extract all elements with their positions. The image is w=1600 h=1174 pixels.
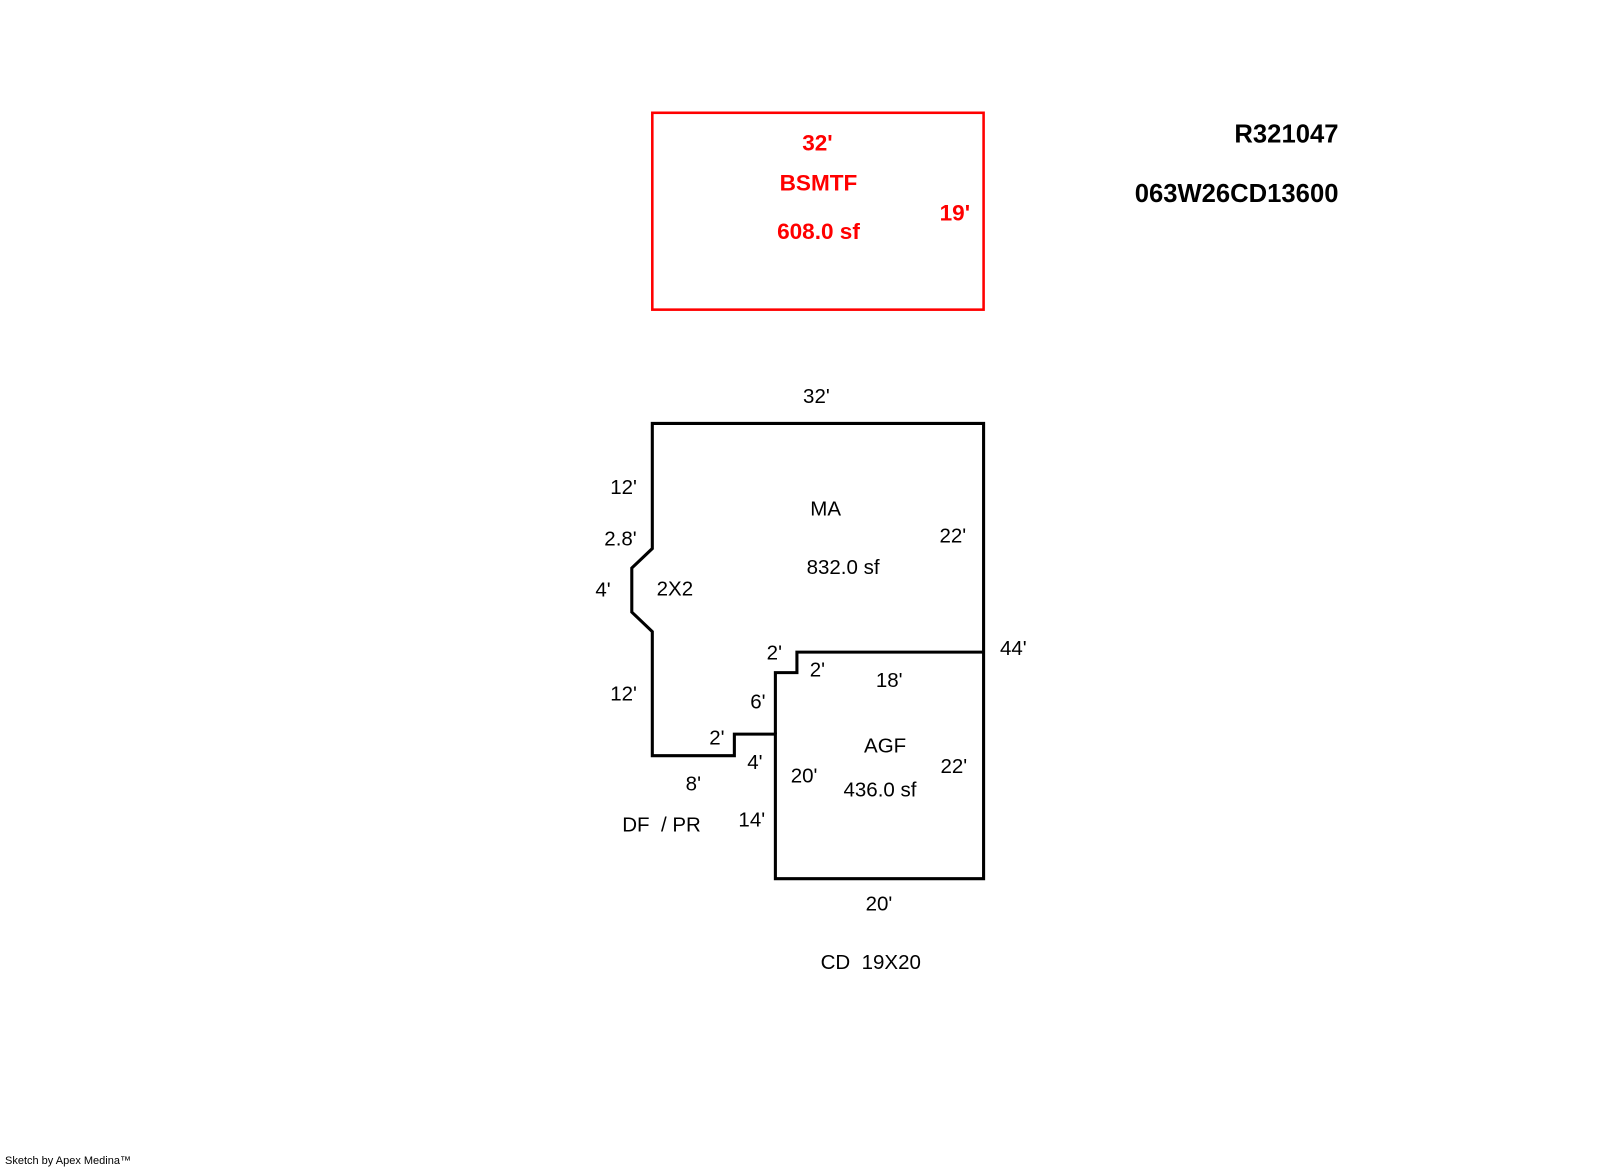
basement-width-label: 32': [802, 131, 832, 156]
agf-left-lower-label: 14': [738, 808, 765, 831]
footer-credit: Sketch by Apex Medina™: [5, 1155, 131, 1167]
basement-depth-label: 19': [940, 200, 970, 225]
agf-area: 436.0 sf: [844, 779, 917, 802]
building-outline: [630, 421, 986, 881]
map-number: 063W26CD13600: [1135, 180, 1339, 208]
basement-name: BSMTF: [780, 171, 858, 196]
agf-name: AGF: [864, 735, 906, 758]
ma-left-upper-label: 12': [610, 476, 637, 499]
step-vertical-label: 6': [750, 691, 765, 714]
deck-annotation: DF / PR: [622, 814, 701, 837]
bay-name: 2X2: [657, 578, 693, 601]
ma-bottom-label: 8': [686, 773, 701, 796]
basement-outline: [651, 111, 985, 311]
step-side-label: 2': [810, 659, 825, 682]
agf-left-label: 20': [791, 764, 818, 787]
agf-top-label: 18': [876, 669, 903, 692]
bay-width-label: 4': [595, 579, 610, 602]
agf-bottom-label: 20': [866, 892, 893, 915]
basement-area: 608.0 sf: [777, 219, 860, 244]
parcel-id: R321047: [1234, 121, 1338, 149]
carport-annotation: CD 19X20: [821, 951, 921, 974]
ma-name: MA: [810, 498, 841, 521]
ma-right-label: 22': [939, 524, 966, 547]
agf-right-label: 22': [940, 755, 967, 778]
bay-offset-label: 2.8': [604, 527, 636, 550]
ma-area: 832.0 sf: [807, 556, 880, 579]
ma-left-lower-label: 12': [610, 682, 637, 705]
ma-top-label: 32': [803, 385, 830, 408]
garage-divider: [773, 650, 984, 735]
notch-label: 2': [709, 726, 724, 749]
notch-depth-label: 4': [747, 751, 762, 774]
step-top-label: 2': [767, 641, 782, 664]
total-right-label: 44': [1000, 637, 1027, 660]
